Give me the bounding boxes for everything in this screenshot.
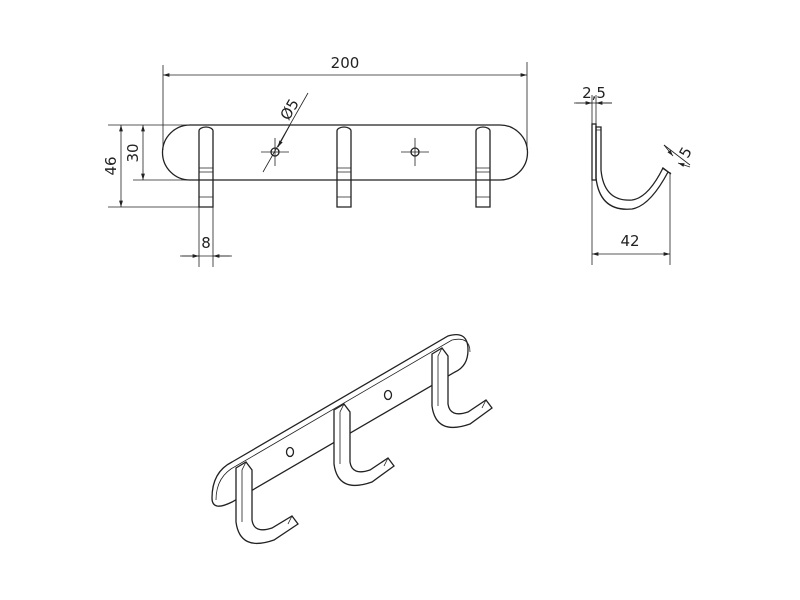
mounting-hole: [401, 138, 429, 166]
plate-outline: [161, 124, 529, 181]
hook-iso: [235, 461, 299, 545]
hook-width-dimension: 8: [201, 234, 211, 252]
plate-height-dimension: 30: [124, 143, 142, 162]
hooks-front: [198, 126, 491, 208]
hook-side: [595, 126, 672, 210]
isometric-view: [211, 333, 493, 545]
hook-front: [475, 126, 491, 208]
height-dimension: 46: [102, 156, 120, 175]
hook-front: [198, 126, 214, 208]
front-view: 200 46 30 8 Ø5: [102, 54, 529, 267]
plate-thickness-dimension: 2,5: [582, 84, 606, 102]
mounting-hole: [261, 138, 289, 166]
hook-thickness-dimension: 5: [675, 144, 695, 161]
length-dimension: 200: [331, 54, 360, 72]
hook-front: [336, 126, 352, 208]
side-view: 2,5 5 42: [574, 84, 696, 265]
hook-iso: [431, 347, 493, 429]
hook-iso: [333, 403, 395, 487]
hole-diameter-dimension: Ø5: [277, 96, 303, 123]
hook-depth-dimension: 42: [620, 232, 639, 250]
